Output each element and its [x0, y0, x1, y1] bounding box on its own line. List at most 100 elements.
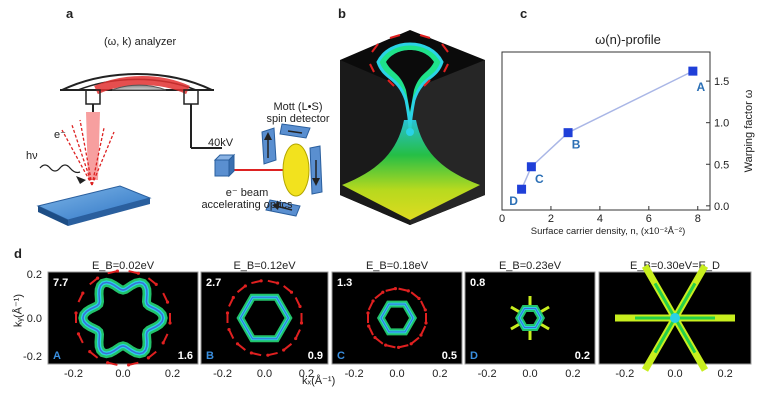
- photon-label: hν: [26, 150, 38, 162]
- kx-tick-label: 0.0: [389, 368, 404, 380]
- kx-tick-label: 0.2: [165, 368, 180, 380]
- kx-axis-label: kₓ(Å⁻¹): [302, 375, 336, 387]
- data-point-C: [526, 162, 536, 172]
- chart-title: ω(n)-profile: [595, 32, 661, 47]
- spin-arrow: [89, 277, 99, 286]
- data-point-B: [563, 128, 573, 138]
- panel-letter: D: [470, 350, 478, 362]
- spin-arrow: [374, 291, 384, 300]
- analyzer-label: (ω, k) analyzer: [104, 36, 177, 48]
- spin-arrow: [107, 270, 118, 275]
- kx-tick-label: 0.2: [718, 368, 733, 380]
- panel-label-d: d: [14, 246, 22, 261]
- spin-arrow: [420, 325, 427, 336]
- panel-label-c: c: [520, 6, 528, 21]
- corner-value-bottom: 1.6: [178, 350, 193, 362]
- energy-maps-row: E_B=0.02eV E_B=0.12eV E_B=0.18eV E_B=0.23eV…: [2, 260, 762, 401]
- spin-arrow: [374, 336, 384, 345]
- kx-tick-label: 0.0: [667, 368, 682, 380]
- mott-detector-label: Mott (L•S) spin detector: [266, 101, 330, 125]
- dirac-point: [406, 128, 414, 136]
- y-tick-label: 1.0: [714, 118, 729, 130]
- dirac-cone: [342, 120, 480, 220]
- spin-arrow: [367, 300, 374, 311]
- x-tick-label: 8: [695, 213, 701, 225]
- electron-label: e⁻: [54, 129, 66, 141]
- spin-arrow: [267, 279, 278, 285]
- spin-arrow: [251, 279, 262, 285]
- analyzer-hemisphere: [111, 84, 167, 91]
- analyzer-red-arc: [94, 76, 190, 95]
- spin-arrow: [228, 329, 235, 339]
- map-background: [200, 271, 329, 365]
- x-tick-label: 6: [646, 213, 652, 225]
- data-point-D: [517, 184, 527, 194]
- chart-frame: [501, 51, 711, 211]
- corner-value-top: 0.8: [470, 277, 485, 289]
- spin-arrow: [162, 292, 169, 303]
- kx-tick-label: 0.0: [522, 368, 537, 380]
- spin-arrow: [228, 297, 235, 307]
- corner-value-top: 2.7: [206, 277, 221, 289]
- kx-tick-label: 0.0: [115, 368, 130, 380]
- point-label-B: B: [572, 138, 581, 152]
- map-background: [464, 271, 596, 365]
- corner-value-bottom: 0.2: [575, 350, 590, 362]
- spin-arrow: [128, 270, 139, 275]
- binding-energy-label: E_B=0.02eV: [91, 260, 155, 272]
- map-background: [331, 271, 463, 365]
- mott-target: [282, 143, 310, 197]
- spin-arrow: [236, 343, 246, 351]
- point-label-C: C: [535, 172, 544, 186]
- spin-arrow: [77, 292, 84, 303]
- kx-tick-label: 0.2: [432, 368, 447, 380]
- binding-energy-label: E_B=0.30eV=E_D: [630, 260, 720, 272]
- corner-value-bottom: 0.5: [442, 350, 457, 362]
- kx-tick-label: -0.2: [478, 368, 497, 380]
- kx-tick-label: 0.0: [257, 368, 272, 380]
- spin-arrow: [107, 361, 118, 366]
- map-panel-1: 7.71.6A: [47, 269, 199, 367]
- ky-axis-label: kᵧ(Å⁻¹): [12, 293, 25, 328]
- panel-letter: C: [337, 350, 345, 362]
- map-panel-4: 0.8 0.2 D: [464, 271, 596, 365]
- spin-arrow: [294, 329, 301, 339]
- spin-arrow: [398, 344, 409, 349]
- binding-energy-label: E_B=0.23eV: [498, 260, 562, 272]
- corner-value-top: 1.3: [337, 277, 352, 289]
- ky-tick-label: 0.2: [27, 269, 42, 281]
- ky-tick-label: -0.2: [23, 351, 42, 363]
- series-line: [520, 70, 694, 190]
- binding-energy-label: E_B=0.12eV: [233, 260, 296, 272]
- spin-arrow: [367, 325, 374, 336]
- voltage-label: 40kV: [208, 137, 234, 149]
- point-label-D: D: [509, 194, 518, 208]
- binding-energy-label: E_B=0.18eV: [365, 260, 429, 272]
- y-tick-label: 0.0: [714, 201, 729, 213]
- map-panel-5: [598, 264, 752, 372]
- analyzer-outer-shell: [61, 73, 213, 91]
- panel-label-b: b: [338, 6, 346, 21]
- spin-arrow: [147, 350, 157, 359]
- kx-tick-label: -0.2: [213, 368, 232, 380]
- spin-arrow: [77, 333, 84, 344]
- spin-arrow: [294, 297, 301, 307]
- x-axis-label: Surface carrier density, n, (x10⁻²Å⁻²): [531, 226, 686, 237]
- spin-arrow: [283, 343, 293, 351]
- map-panel-2: 2.70.9B: [200, 271, 329, 365]
- spin-arrow: [398, 287, 409, 292]
- x-tick-label: 0: [499, 213, 505, 225]
- panel-label-a: a: [66, 6, 74, 21]
- spin-arrow: [385, 344, 396, 349]
- corner-value-top: 7.7: [53, 277, 68, 289]
- panel-letter: B: [206, 350, 214, 362]
- y-tick-label: 1.5: [714, 76, 729, 88]
- x-tick-label: 2: [548, 213, 554, 225]
- spin-arrow: [267, 351, 278, 357]
- spin-arrow: [147, 277, 157, 286]
- spin-arrow: [128, 361, 139, 366]
- map-panel-3: 1.3 0.5 C: [331, 271, 463, 365]
- spin-arrow: [420, 300, 427, 311]
- spin-arrow: [236, 285, 246, 293]
- photon-wave: [39, 164, 81, 174]
